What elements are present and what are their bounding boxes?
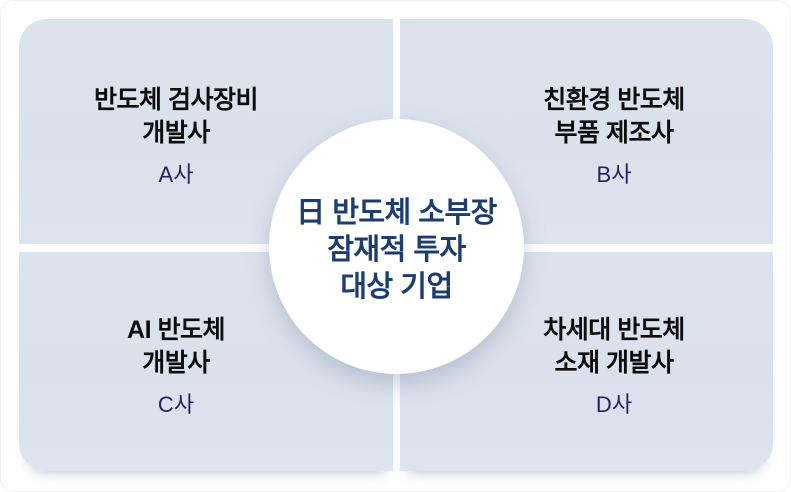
quadrant-title-line-2: 소재 개발사 <box>554 349 674 377</box>
quadrant-title-bottom-left: AI 반도체 개발사 <box>127 314 225 380</box>
center-text-line-3: 대상 기업 <box>340 271 453 303</box>
quadrant-title-line-2: 개발사 <box>142 349 210 377</box>
quadrant-title-line-2: 부품 제조사 <box>554 119 674 147</box>
quadrant-text-bottom-left: AI 반도체 개발사 C사 <box>127 314 225 420</box>
quadrant-grid <box>19 19 773 471</box>
quadrant-text-bottom-right: 차세대 반도체 소재 개발사 D사 <box>543 314 685 420</box>
quadrant-title-top-right: 친환경 반도체 부품 제조사 <box>543 84 685 150</box>
quadrant-text-top-right: 친환경 반도체 부품 제조사 B사 <box>543 84 685 190</box>
center-circle: 日 반도체 소부장 잠재적 투자 대상 기업 <box>269 119 524 374</box>
quadrant-title-line-2: 개발사 <box>142 119 210 147</box>
center-circle-text: 日 반도체 소부장 잠재적 투자 대상 기업 <box>296 187 497 306</box>
quadrant-title-line-1: 차세대 반도체 <box>543 316 685 344</box>
quadrant-text-top-left: 반도체 검사장비 개발사 A사 <box>94 84 258 190</box>
center-text-line-1: 日 반도체 소부장 <box>296 197 497 229</box>
quadrant-title-line-1: AI 반도체 <box>127 316 225 344</box>
center-text-line-2: 잠재적 투자 <box>327 234 466 266</box>
quadrant-title-line-1: 반도체 검사장비 <box>94 86 258 114</box>
quadrant-title-top-left: 반도체 검사장비 개발사 <box>94 84 258 150</box>
company-label-a: A사 <box>158 162 194 187</box>
quadrant-title-line-1: 친환경 반도체 <box>543 86 685 114</box>
company-label-d: D사 <box>595 392 633 417</box>
company-label-c: C사 <box>157 392 195 417</box>
quadrant-title-bottom-right: 차세대 반도체 소재 개발사 <box>543 314 685 380</box>
company-label-b: B사 <box>596 162 632 187</box>
